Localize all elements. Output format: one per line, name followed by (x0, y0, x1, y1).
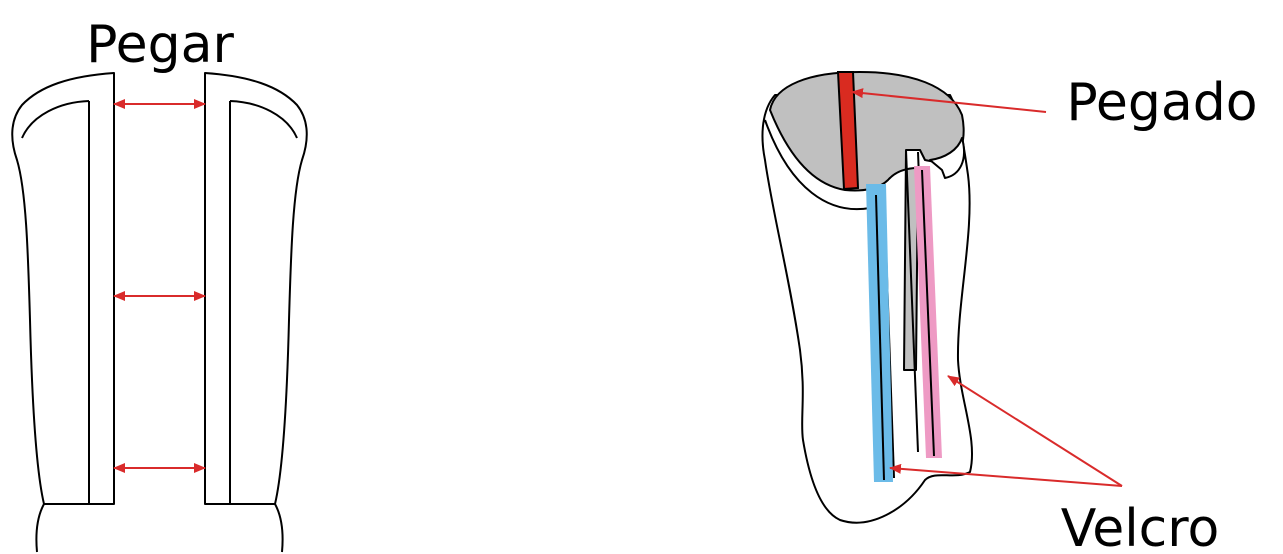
right-half-outer (205, 73, 307, 504)
left-bottom-flare (36, 504, 44, 552)
right-bottom-flare (275, 504, 283, 552)
join-arrows (114, 104, 205, 468)
label-pegar: Pegar (86, 15, 234, 75)
label-pegado: Pegado (1066, 73, 1257, 133)
velcro-arrow-pink (948, 376, 1122, 486)
label-velcro: Velcro (1061, 499, 1220, 554)
left-half-outer (12, 73, 114, 504)
left-figure (12, 73, 306, 552)
